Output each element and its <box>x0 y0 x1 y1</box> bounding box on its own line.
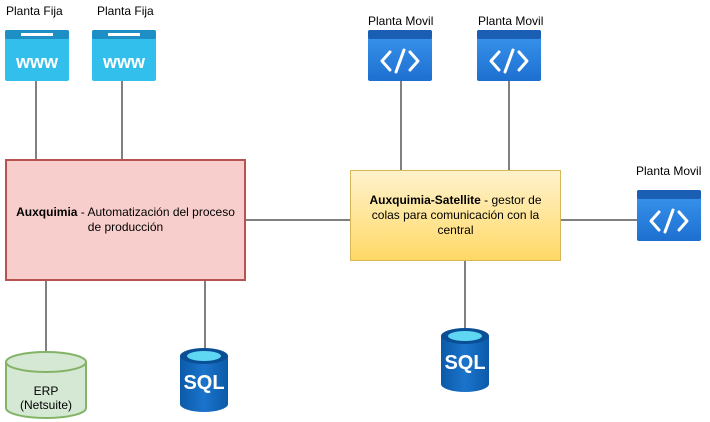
sql-database-icon <box>180 348 228 412</box>
erp-label-line1: ERP <box>33 384 59 398</box>
code-icon <box>477 30 541 81</box>
erp-label-line2: (Netsuite) <box>19 398 72 412</box>
www-icon: www <box>5 30 69 81</box>
mobile-plant-label: Planta Movil <box>368 14 434 28</box>
sql-label: SQL <box>444 352 486 374</box>
auxquimia-satellite-box[interactable]: Auxquimia-Satellite - gestor de colas pa… <box>350 170 561 261</box>
erp-label: ERP (Netsuite) <box>6 384 86 412</box>
satellite-system-name: Auxquimia-Satellite <box>369 193 481 207</box>
main-system-name: Auxquimia <box>16 205 78 219</box>
fixed-plant-label: Planta Fija <box>6 4 63 18</box>
code-icon <box>637 190 701 241</box>
svg-text:www: www <box>15 52 59 72</box>
main-system-description: - Automatización del proceso de producci… <box>77 205 235 234</box>
code-icon <box>368 30 432 81</box>
fixed-plant-label: Planta Fija <box>97 4 154 18</box>
connectors <box>35 81 637 352</box>
svg-text:www: www <box>102 52 146 72</box>
sql-database-icon <box>441 328 489 392</box>
satellite-system-description: - gestor de colas para comunicación con … <box>371 193 542 237</box>
auxquimia-main-box[interactable]: Auxquimia - Automatización del proceso d… <box>5 159 246 281</box>
mobile-plant-label: Planta Movil <box>636 164 702 178</box>
www-icon: www <box>92 30 156 81</box>
mobile-plant-label: Planta Movil <box>478 14 544 28</box>
erp-database-cylinder <box>5 351 87 419</box>
sql-label: SQL <box>183 372 225 394</box>
